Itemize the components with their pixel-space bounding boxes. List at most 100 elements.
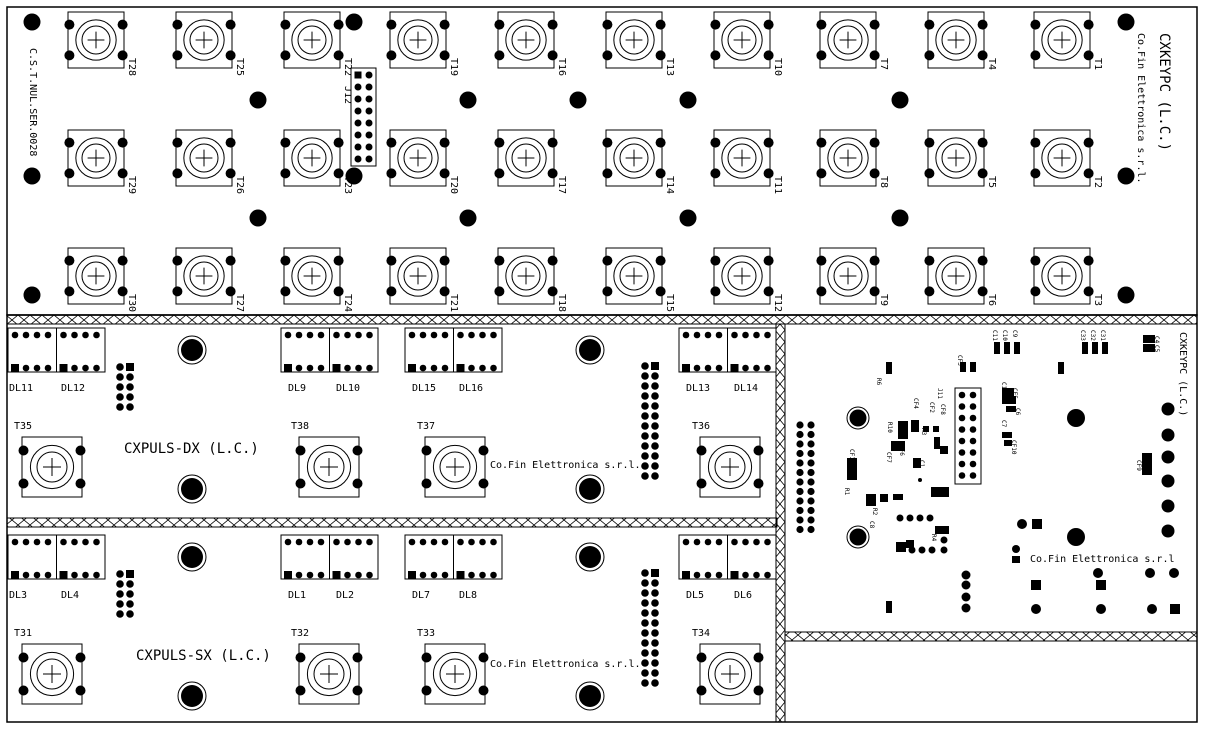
pad <box>1096 604 1106 614</box>
led-label: DL10 <box>336 383 360 394</box>
mounting-hole <box>459 91 477 109</box>
smd-component <box>960 362 966 372</box>
smd-component <box>891 441 905 451</box>
switch-label: T25 <box>234 58 245 76</box>
j12-pin <box>365 143 373 151</box>
switch-label: T30 <box>126 294 137 312</box>
switch-label: T4 <box>986 58 997 70</box>
component-designator: R1 <box>843 488 850 496</box>
smd-component <box>994 342 1000 354</box>
strip-vertical <box>775 323 786 723</box>
tactile-switch <box>172 129 236 187</box>
connector-pin <box>796 440 804 448</box>
mounting-hole <box>891 91 909 109</box>
tactile-switch <box>295 643 363 705</box>
switch-label: T19 <box>448 58 459 76</box>
mounting-hole <box>679 91 697 109</box>
pad-square <box>1032 519 1042 529</box>
smd-component <box>934 437 940 449</box>
mounting-hole <box>679 209 697 227</box>
j12-pin <box>354 107 362 115</box>
component-designator: CF3 <box>956 355 963 366</box>
switch-label: T38 <box>291 421 309 432</box>
component-designator: CF10 <box>1010 440 1017 455</box>
pad <box>1161 474 1175 488</box>
switch-label: T29 <box>126 176 137 194</box>
panel-sx-title: CXPULS-SX (L.C.) <box>136 648 271 664</box>
tactile-switch <box>710 129 774 187</box>
led-pair <box>280 534 379 580</box>
led-label: DL13 <box>686 383 710 394</box>
smd-component <box>886 362 892 374</box>
tactile-switch <box>172 11 236 69</box>
tactile-switch <box>386 129 450 187</box>
connector-pin <box>796 459 804 467</box>
tactile-switch <box>696 643 764 705</box>
led-label: DL11 <box>9 383 33 394</box>
panel-dx-company: Co.Fin Elettronica s.r.l. <box>490 460 641 471</box>
pin-header <box>641 569 659 687</box>
mounting-hole <box>891 209 909 227</box>
j11-pin <box>958 472 966 479</box>
via <box>908 546 916 554</box>
smd-component <box>847 458 857 480</box>
component-designator: CF5 <box>1011 388 1018 399</box>
switch-label: T16 <box>556 58 567 76</box>
led-label: DL6 <box>734 590 752 601</box>
component-designator: R4 <box>930 534 937 542</box>
smd-component <box>1058 362 1064 374</box>
component-designator: C4 <box>1153 336 1160 344</box>
switch-label: T22 <box>342 58 353 76</box>
component-designator: CF6 <box>898 445 905 456</box>
connector-pin <box>796 449 804 458</box>
smd-component <box>896 542 906 552</box>
pad <box>1169 568 1179 578</box>
j12-pin <box>354 119 362 127</box>
component-designator: C8 <box>868 521 875 529</box>
via <box>918 546 926 554</box>
via <box>896 514 904 522</box>
top-board-serial: C.S.T.NUL.SER.0028 <box>27 48 38 156</box>
smd-component <box>898 421 908 439</box>
tactile-switch <box>1030 11 1094 69</box>
mounting-hole <box>579 546 601 568</box>
led-label: DL8 <box>459 590 477 601</box>
mounting-hole <box>1067 528 1085 546</box>
switch-label: T13 <box>664 58 675 76</box>
pad <box>1161 524 1175 538</box>
tactile-switch <box>18 436 86 498</box>
smd-component <box>933 426 939 432</box>
j11-pin <box>958 426 966 433</box>
j12-pin <box>354 131 362 139</box>
switch-label: T34 <box>692 628 710 639</box>
switch-label: T9 <box>878 294 889 306</box>
component-designator: CF9 <box>1135 460 1142 471</box>
tactile-switch <box>816 129 880 187</box>
led-pair <box>678 534 777 580</box>
switch-label: T33 <box>417 628 435 639</box>
smd-component <box>1002 396 1016 404</box>
top-board-title: CXKEYPC (L.C.) <box>1156 33 1172 151</box>
j12-pin-1 <box>354 71 362 79</box>
pad <box>961 570 971 580</box>
connector-pin <box>796 516 804 524</box>
j11-pin <box>958 437 966 445</box>
switch-label: T37 <box>417 421 435 432</box>
component-designator: C10 <box>1001 330 1008 341</box>
component-designator: CF4 <box>912 398 919 409</box>
component-designator: C33 <box>1079 330 1086 341</box>
tactile-switch <box>924 11 988 69</box>
switch-label: T10 <box>772 58 783 76</box>
smd-component <box>886 601 892 613</box>
switch-label: T2 <box>1092 176 1103 188</box>
smd-component <box>1004 440 1012 446</box>
j12-pin <box>354 83 362 91</box>
connector-pin <box>796 487 804 496</box>
switch-label: T28 <box>126 58 137 76</box>
led-pair <box>7 534 106 580</box>
connector-pin <box>807 421 815 429</box>
mounting-hole <box>249 91 267 109</box>
connector-pin <box>796 506 804 515</box>
tactile-switch <box>710 247 774 305</box>
